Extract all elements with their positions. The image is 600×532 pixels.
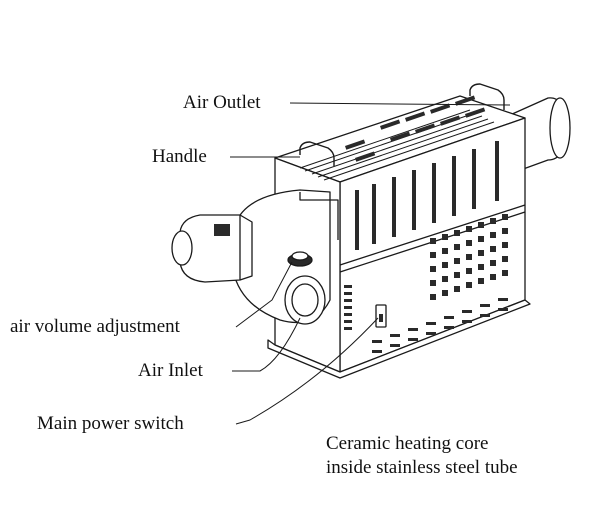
label-air-outlet: Air Outlet (183, 92, 261, 113)
leader-air-outlet (289, 102, 511, 106)
handle (299, 83, 505, 166)
leader-lines (230, 102, 511, 425)
label-air-inlet: Air Inlet (138, 360, 203, 381)
blower-housing (232, 189, 339, 325)
top-vents (299, 109, 495, 181)
side-vents (355, 141, 499, 250)
top-vent-slots (345, 95, 486, 162)
motor (171, 214, 253, 283)
label-ceramic-core-line1: Ceramic heating core (326, 433, 489, 454)
label-handle: Handle (152, 146, 207, 167)
leader-air-volume (235, 261, 293, 328)
heating-core-grille (430, 214, 508, 300)
bottom-vents (372, 298, 508, 353)
label-main-power-switch: Main power switch (37, 413, 184, 434)
leader-power-switch (235, 317, 379, 425)
label-air-volume-adjustment: air volume adjustment (10, 316, 180, 337)
left-face-vents (344, 285, 352, 330)
leader-air-inlet (232, 317, 301, 372)
label-ceramic-core-line2: inside stainless steel tube (326, 457, 518, 478)
power-switch (375, 304, 387, 328)
